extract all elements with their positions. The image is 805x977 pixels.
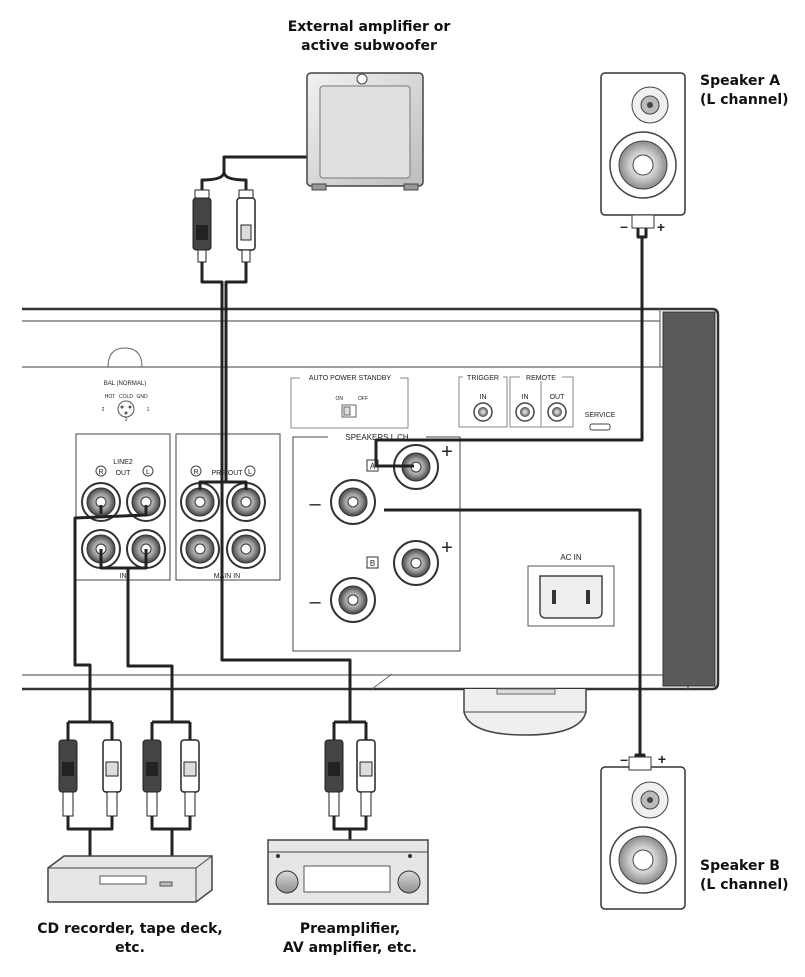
- caption-speaker-a: Speaker A (L channel): [700, 73, 789, 108]
- speaker-b-illustration: – +: [600, 751, 686, 910]
- rca-plugs-external: [192, 189, 256, 263]
- main-in-label: MAIN IN: [214, 573, 240, 580]
- bal-normal-label: BAL (NORMAL): [104, 381, 146, 387]
- minus-sign: –: [309, 493, 321, 515]
- caption-external-amplifier: External amplifier or active subwoofer: [287, 19, 451, 54]
- caption-preamplifier: Preamplifier, AV amplifier, etc.: [283, 921, 417, 956]
- amplifier-rear-panel: [22, 307, 720, 736]
- line2-in-label: IN: [120, 573, 127, 580]
- trigger-label: TRIGGER: [467, 375, 499, 382]
- svg-text:3: 3: [125, 417, 128, 423]
- svg-text:COLD: COLD: [119, 394, 133, 400]
- svg-text:L: L: [248, 469, 252, 476]
- svg-text:+: +: [658, 751, 666, 767]
- caption-speaker-b: Speaker B (L channel): [700, 858, 789, 893]
- preamplifier-illustration: [267, 839, 429, 905]
- ac-in-label: AC IN: [560, 553, 582, 562]
- remote-label: REMOTE: [526, 375, 556, 382]
- plus-sign: +: [441, 441, 453, 463]
- svg-text:+: +: [441, 537, 453, 559]
- trigger-remote-jacks: TRIGGER REMOTE IN IN OUT SERVICE: [458, 371, 616, 431]
- svg-text:2: 2: [102, 407, 105, 413]
- rca-jack-set: [81, 482, 266, 569]
- rca-jack: [226, 482, 266, 522]
- auto-power-standby-label: AUTO POWER STANDBY: [309, 375, 392, 382]
- speaker-terminals: SPEAKERS L CH A + – B + –: [292, 431, 461, 652]
- svg-text:1: 1: [147, 407, 150, 413]
- rca-jack: [126, 482, 166, 522]
- line2-jacks: LINE2 OUT R L IN: [75, 433, 171, 581]
- ac-inlet: AC IN: [527, 553, 615, 627]
- rca-plugs-lower: [58, 739, 376, 817]
- svg-text:OUT: OUT: [550, 394, 566, 401]
- rca-jack: [81, 482, 121, 522]
- channel-r-label: R: [98, 469, 103, 476]
- line2-label: LINE2: [113, 459, 133, 466]
- cd-recorder-illustration: [47, 855, 213, 903]
- svg-text:IN: IN: [522, 394, 529, 401]
- rca-jack: [180, 529, 220, 569]
- svg-text:+: +: [657, 219, 665, 235]
- speakers-l-ch-label: SPEAKERS L CH: [345, 433, 409, 442]
- channel-l-label: L: [146, 469, 150, 476]
- svg-text:ON: ON: [336, 396, 344, 402]
- svg-text:–: –: [309, 591, 321, 613]
- speaker-b-tag: B: [370, 559, 375, 568]
- speaker-a-tag: A: [370, 462, 376, 471]
- svg-text:–: –: [620, 751, 628, 767]
- auto-power-standby-switch: AUTO POWER STANDBY ON OFF: [290, 372, 409, 429]
- svg-text:HOT: HOT: [105, 394, 116, 400]
- subwoofer-illustration: [306, 72, 424, 191]
- svg-text:IN: IN: [480, 394, 487, 401]
- svg-text:–: –: [620, 218, 628, 234]
- speaker-a-illustration: – +: [600, 72, 686, 235]
- svg-text:OFF: OFF: [358, 396, 368, 402]
- svg-text:GND: GND: [136, 394, 148, 400]
- balanced-xlr-input: BAL (NORMAL) HOT COLD GND 2 1 3: [102, 381, 150, 423]
- line2-out-label: OUT: [116, 470, 132, 477]
- caption-cd-recorder: CD recorder, tape deck, etc.: [37, 921, 223, 956]
- service-label: SERVICE: [585, 412, 616, 419]
- svg-text:R: R: [193, 469, 198, 476]
- rca-jack: [226, 529, 266, 569]
